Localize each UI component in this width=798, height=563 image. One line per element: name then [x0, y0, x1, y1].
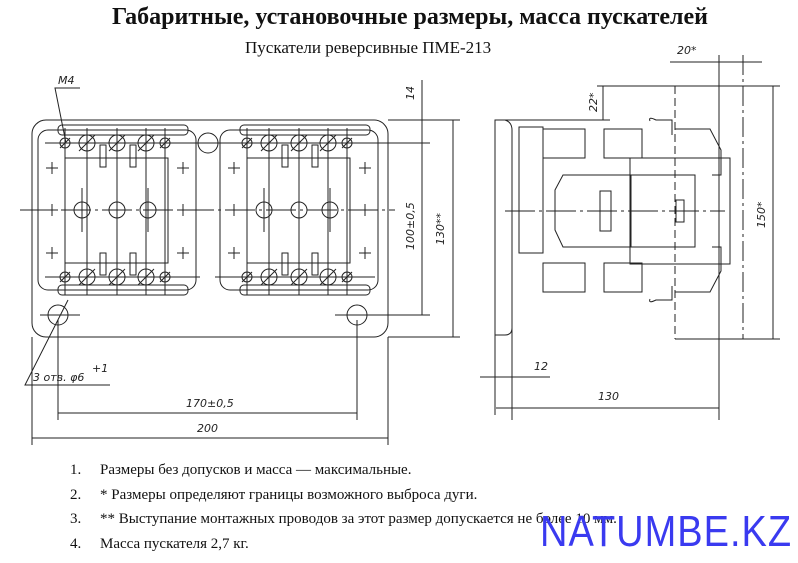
- contact-tab: [99, 252, 107, 276]
- terminal-clip: [649, 286, 673, 303]
- block-bottom-rail: [239, 284, 371, 296]
- leader-line: [54, 87, 80, 144]
- dim-14: 14: [404, 86, 417, 100]
- coil-side: [518, 126, 544, 254]
- note-number: 1.: [70, 462, 82, 478]
- note-item: 1. Размеры без допусков и масса — максима…: [70, 458, 617, 483]
- dim-100: 100±0,5: [404, 202, 417, 250]
- page-subtitle: Пускатели реверсивные ПМЕ-213: [245, 38, 492, 57]
- arc-chute: [675, 246, 722, 293]
- note-number: 4.: [70, 535, 82, 552]
- contact-block: [542, 262, 586, 293]
- block-top-rail: [57, 124, 189, 136]
- side-view: 20* 22* 150* 12 130: [480, 44, 780, 420]
- interlock: [554, 174, 632, 248]
- contact-block: [603, 128, 643, 159]
- terminal-clip: [649, 117, 673, 135]
- contact-tab: [311, 144, 319, 168]
- contactor-blocks: [37, 124, 379, 296]
- note-text: Размеры без допусков и масса — максималь…: [100, 462, 412, 478]
- dim-12: 12: [534, 360, 548, 373]
- dim-holes-tolerance: +1: [92, 362, 108, 375]
- front-view: M4 3 отв. φ6 +1 14 100±0,5 130** 170±0,5…: [20, 74, 460, 445]
- block-bottom-rail: [57, 284, 189, 296]
- dim-22: 22*: [587, 92, 600, 112]
- mount-hole: [197, 132, 219, 154]
- contact-block: [603, 262, 643, 293]
- base-plate: [31, 119, 389, 338]
- dim-170: 170±0,5: [186, 397, 234, 410]
- dim-130-front: 130**: [434, 213, 447, 245]
- block-top-rail: [239, 124, 371, 136]
- arc-chute: [675, 128, 722, 176]
- contact-block: [542, 128, 586, 159]
- dim-thread: M4: [58, 74, 75, 87]
- note-text: ** Выступание монтажных проводов за этот…: [100, 511, 617, 527]
- note-text: * Размеры определяют границы возможного …: [100, 486, 478, 503]
- note-number: 2.: [70, 486, 82, 503]
- contact-tab: [129, 252, 137, 276]
- dim-130-side: 130: [598, 390, 619, 403]
- note-item: 2. * Размеры определяют границы возможног…: [70, 483, 617, 508]
- contact-tab: [281, 252, 289, 276]
- dim-200: 200: [197, 422, 218, 435]
- contact-tab: [281, 144, 289, 168]
- contact-tab: [129, 144, 137, 168]
- dim-20: 20*: [677, 44, 697, 57]
- page-title: Габаритные, установочные размеры, масса …: [112, 4, 708, 30]
- dim-150: 150*: [755, 201, 768, 228]
- contact-tab: [99, 144, 107, 168]
- watermark: NATUMBE.KZ: [540, 508, 793, 557]
- note-text: Масса пускателя 2,7 кг.: [100, 535, 249, 552]
- note-number: 3.: [70, 511, 82, 527]
- note-item: 3. ** Выступание монтажных проводов за эт…: [70, 507, 617, 532]
- leader-line: [24, 299, 110, 386]
- dim-holes: 3 отв. φ6: [33, 371, 84, 384]
- notes-list: 1. Размеры без допусков и масса — максима…: [70, 458, 617, 556]
- note-item: 4. Масса пускателя 2,7 кг.: [70, 532, 617, 557]
- contact-tab: [311, 252, 319, 276]
- base-plate-side: [494, 119, 513, 336]
